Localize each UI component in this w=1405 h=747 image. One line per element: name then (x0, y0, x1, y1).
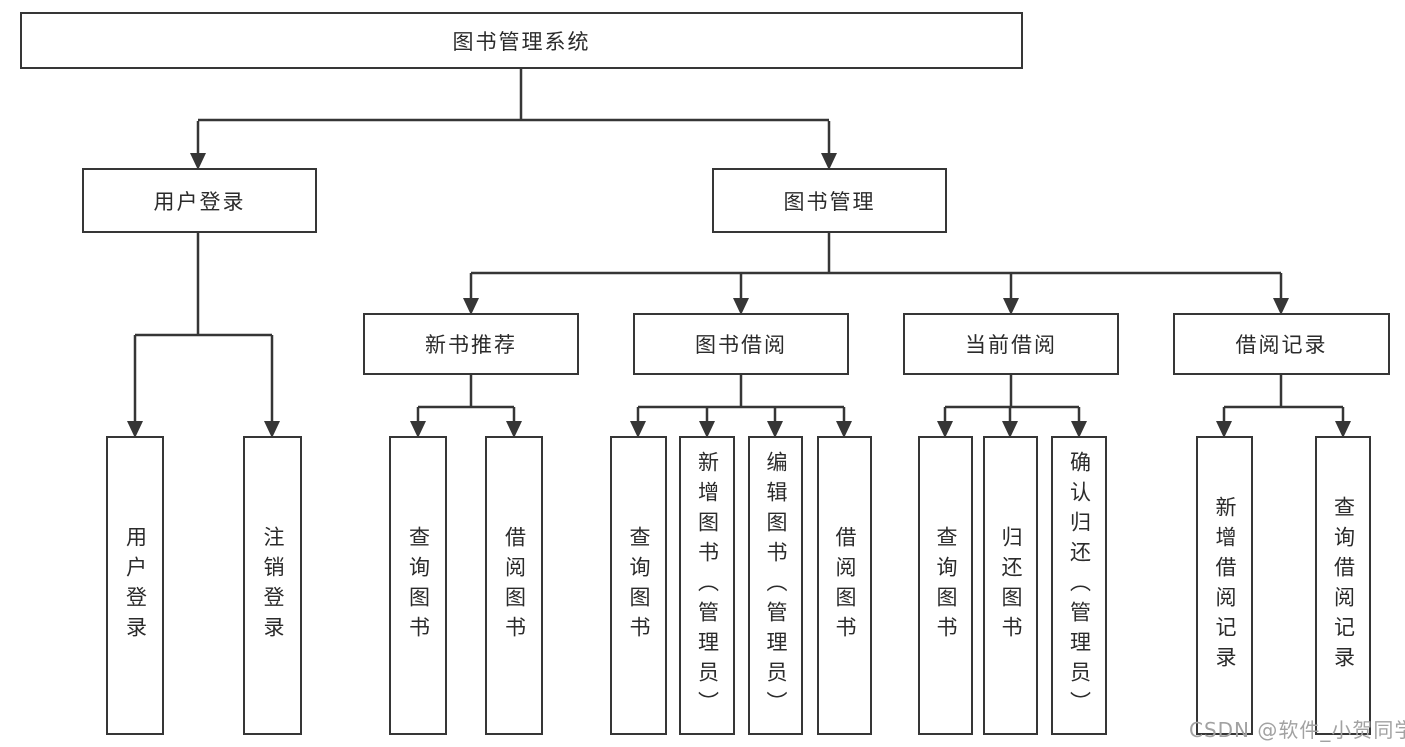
leaf-add-books-admin: 新增图书（管理员） (679, 436, 735, 735)
node-user-login: 用户登录 (82, 168, 317, 233)
leaf-label: 新增图书（管理员） (695, 450, 720, 721)
node-label: 图书借阅 (695, 333, 787, 357)
node-current-borrowing: 当前借阅 (903, 313, 1119, 375)
node-library-management-system: 图书管理系统 (20, 12, 1023, 69)
leaf-label: 借阅图书 (502, 525, 527, 646)
leaf-label: 查询图书 (406, 525, 431, 646)
csdn-watermark: CSDN @软件_小贺同学 (1189, 718, 1405, 742)
leaf-label: 编辑图书（管理员） (764, 450, 788, 721)
node-label: 借阅记录 (1235, 333, 1328, 357)
leaf-user-login: 用户登录 (106, 436, 164, 735)
leaf-confirm-return-admin: 确认归还（管理员） (1051, 436, 1107, 735)
node-label: 图书管理系统 (452, 29, 591, 54)
leaf-label: 新增借阅记录 (1213, 495, 1237, 676)
leaf-return-books: 归还图书 (983, 436, 1038, 735)
leaf-query-borrow-record: 查询借阅记录 (1315, 436, 1371, 735)
leaf-edit-books-admin: 编辑图书（管理员） (748, 436, 803, 735)
node-label: 用户登录 (153, 189, 246, 214)
leaf-label: 查询借阅记录 (1331, 495, 1356, 676)
leaf-label: 注销登录 (261, 525, 285, 646)
node-book-management: 图书管理 (712, 168, 947, 233)
node-label: 当前借阅 (965, 333, 1057, 357)
node-label: 新书推荐 (425, 333, 517, 357)
leaf-query-books-current: 查询图书 (918, 436, 973, 735)
leaf-borrow-books-recommend: 借阅图书 (485, 436, 543, 735)
leaf-label: 查询图书 (934, 525, 958, 646)
node-label: 图书管理 (783, 189, 876, 214)
leaf-label: 确认归还（管理员） (1067, 450, 1092, 721)
leaf-label: 用户登录 (123, 525, 148, 646)
node-new-book-recommendation: 新书推荐 (363, 313, 579, 375)
leaf-label: 归还图书 (999, 525, 1023, 646)
leaf-label: 查询图书 (627, 525, 651, 646)
leaf-add-borrow-record: 新增借阅记录 (1196, 436, 1253, 735)
node-borrowing-records: 借阅记录 (1173, 313, 1390, 375)
leaf-query-books-recommend: 查询图书 (389, 436, 447, 735)
leaf-label: 借阅图书 (833, 525, 857, 646)
leaf-logout: 注销登录 (243, 436, 302, 735)
leaf-query-books-borrowing: 查询图书 (610, 436, 667, 735)
node-book-borrowing: 图书借阅 (633, 313, 849, 375)
leaf-borrow-books: 借阅图书 (817, 436, 872, 735)
connector-shafts (133, 69, 1345, 422)
